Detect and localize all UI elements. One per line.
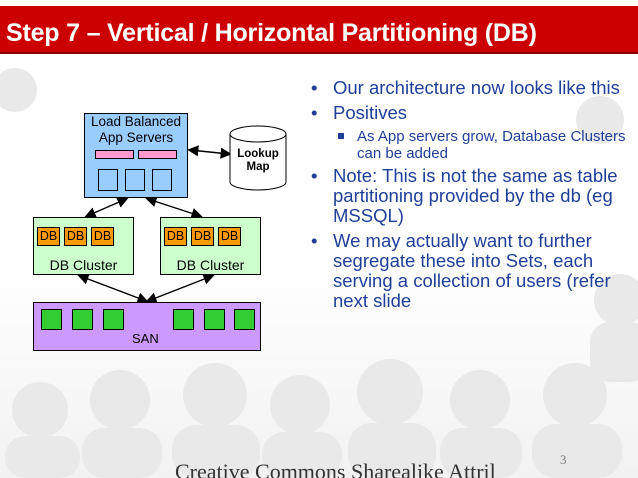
- db-row: DB DB DB: [37, 227, 114, 246]
- bullet-item: • Positives: [311, 103, 631, 123]
- arrow-cluster2-to-san: [145, 273, 215, 304]
- db-cluster-2: DB DB DB DB Cluster: [160, 217, 261, 275]
- storage-unit: [204, 309, 225, 330]
- bullet-dot-icon: •: [311, 165, 318, 186]
- arrow-app-to-cluster1: [84, 197, 129, 218]
- bullet-text: Our architecture now looks like this: [333, 77, 620, 98]
- bullet-text: We may actually want to further segregat…: [333, 230, 611, 311]
- page-number: 3: [560, 452, 567, 467]
- db-row: DB DB DB: [164, 227, 241, 246]
- app-servers-label-line1: Load Balanced: [90, 114, 182, 129]
- db-cluster-label: DB Cluster: [49, 257, 118, 273]
- storage-unit: [72, 309, 93, 330]
- footer-text: Creative Commons Sharealike Attril: [175, 459, 496, 478]
- db-node: DB: [218, 227, 241, 246]
- bullet-dot-icon: •: [311, 230, 318, 251]
- lookup-label-line2: Map: [246, 161, 270, 173]
- load-balancer-bar: [138, 150, 177, 159]
- bullet-dot-icon: •: [311, 77, 318, 98]
- storage-unit: [103, 309, 124, 330]
- storage-unit: [41, 309, 62, 330]
- app-servers-label: Load Balanced App Servers: [85, 114, 187, 146]
- db-node: DB: [37, 227, 60, 246]
- lookup-map-cylinder: [229, 125, 287, 191]
- arrow-app-to-lookup: [187, 145, 232, 159]
- arrow-cluster1-to-san: [77, 273, 149, 304]
- db-cluster-label: DB Cluster: [176, 257, 245, 273]
- app-servers-label-line2: App Servers: [98, 130, 174, 145]
- square-bullet-icon: [338, 133, 344, 139]
- san-label: SAN: [132, 331, 159, 346]
- lookup-label-line1: Lookup: [237, 148, 279, 160]
- db-node: DB: [91, 227, 114, 246]
- bullet-text: Note: This is not the same as table part…: [333, 165, 618, 226]
- bullet-list: • Our architecture now looks like this •…: [311, 78, 631, 316]
- db-cluster-1: DB DB DB DB Cluster: [33, 217, 134, 275]
- arrow-app-to-cluster2: [145, 196, 203, 219]
- sub-bullet-item: As App servers grow, Database Clusters c…: [311, 128, 631, 162]
- lookup-map-label: Lookup Map: [229, 148, 287, 174]
- bullet-item: • Note: This is not the same as table pa…: [311, 166, 631, 226]
- slide-title: Step 7 – Vertical / Horizontal Partition…: [6, 19, 537, 47]
- sub-bullet-text: As App servers grow, Database Clusters c…: [357, 128, 626, 162]
- bullet-text: Positives: [333, 102, 408, 123]
- app-server-node: [125, 169, 145, 191]
- title-bar: Step 7 – Vertical / Horizontal Partition…: [0, 6, 638, 52]
- db-node: DB: [164, 227, 187, 246]
- db-node: DB: [64, 227, 87, 246]
- load-balancer-bar: [95, 150, 134, 159]
- bullet-item: • We may actually want to further segreg…: [311, 231, 631, 311]
- app-servers-box: Load Balanced App Servers: [84, 113, 188, 198]
- app-server-node: [152, 169, 172, 191]
- storage-unit: [234, 309, 255, 330]
- db-node: DB: [191, 227, 214, 246]
- app-server-node: [98, 169, 118, 191]
- bullet-item: • Our architecture now looks like this: [311, 78, 631, 98]
- storage-unit: [173, 309, 194, 330]
- bullet-dot-icon: •: [311, 102, 318, 123]
- san-box: SAN: [33, 302, 261, 351]
